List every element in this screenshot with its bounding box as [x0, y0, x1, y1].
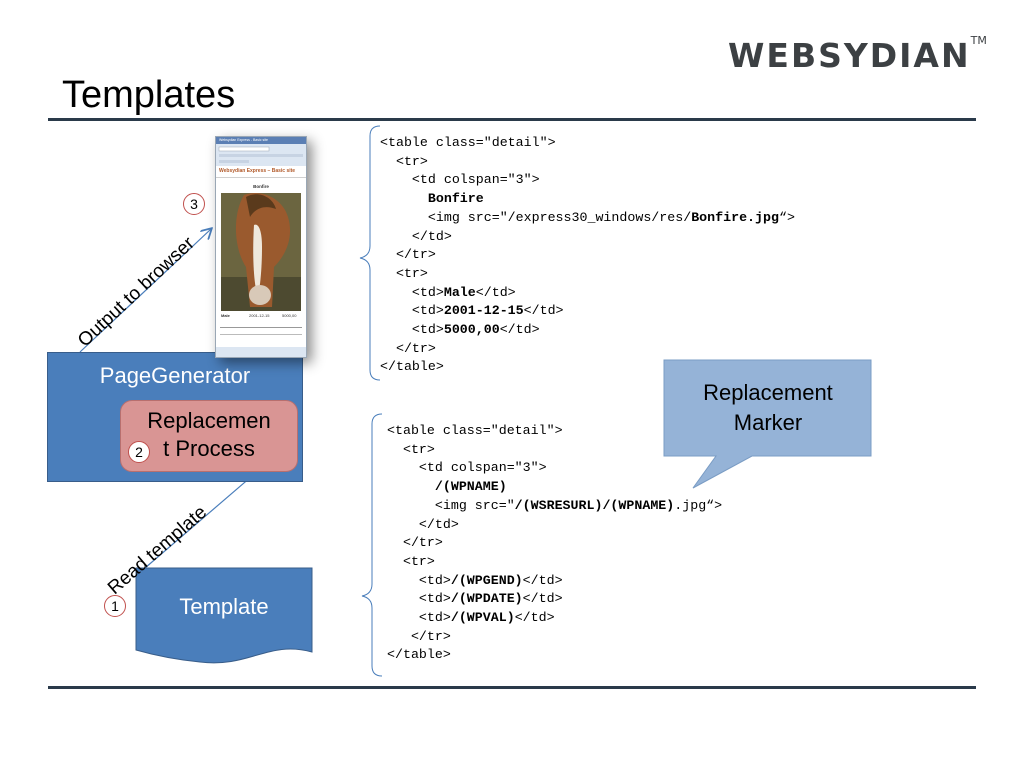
- browser-cell-value: 5000,00: [282, 313, 297, 318]
- browser-page-heading: Websydian Express – Basic site: [219, 168, 296, 174]
- template-document-shape: [135, 567, 313, 664]
- replacement-marker-callout: [663, 359, 872, 489]
- browser-caption: Bonfire: [253, 184, 269, 189]
- page-generator-label: PageGenerator: [99, 363, 251, 388]
- top-rule: [48, 118, 976, 121]
- output-code: <table class="detail"> <tr> <td colspan=…: [380, 135, 795, 375]
- browser-cell-date: 2001-12-15: [249, 313, 270, 318]
- slide-title: Templates: [62, 74, 236, 116]
- browser-cell-gender: Male: [221, 313, 230, 318]
- template-code-brace: [361, 413, 383, 677]
- step-2-badge: 2: [128, 441, 150, 463]
- websydian-logo: WEBSYDIANTM: [728, 34, 987, 75]
- replacement-process-box: Replacemen t Process: [120, 400, 298, 472]
- bottom-rule: [48, 686, 976, 689]
- browser-screenshot-graphic: [216, 137, 306, 357]
- step-1-badge: 1: [104, 595, 126, 617]
- step-3-badge: 3: [183, 193, 205, 215]
- output-arrow: [79, 229, 211, 353]
- replacement-marker-label: Replacement Marker: [703, 380, 833, 435]
- output-code-brace: [359, 125, 381, 381]
- browser-screenshot: Websydian Express – Basic site Websydian…: [215, 136, 307, 358]
- output-code-block: <table class="detail"> <tr> <td colspan=…: [380, 134, 795, 377]
- template-code: <table class="detail"> <tr> <td colspan=…: [387, 423, 723, 663]
- browser-window-title: Websydian Express - Basic site: [219, 138, 268, 142]
- replacement-process-label: Replacemen t Process: [147, 408, 271, 461]
- template-label: Template: [179, 594, 269, 619]
- template-code-block: <table class="detail"> <tr> <td colspan=…: [387, 422, 722, 665]
